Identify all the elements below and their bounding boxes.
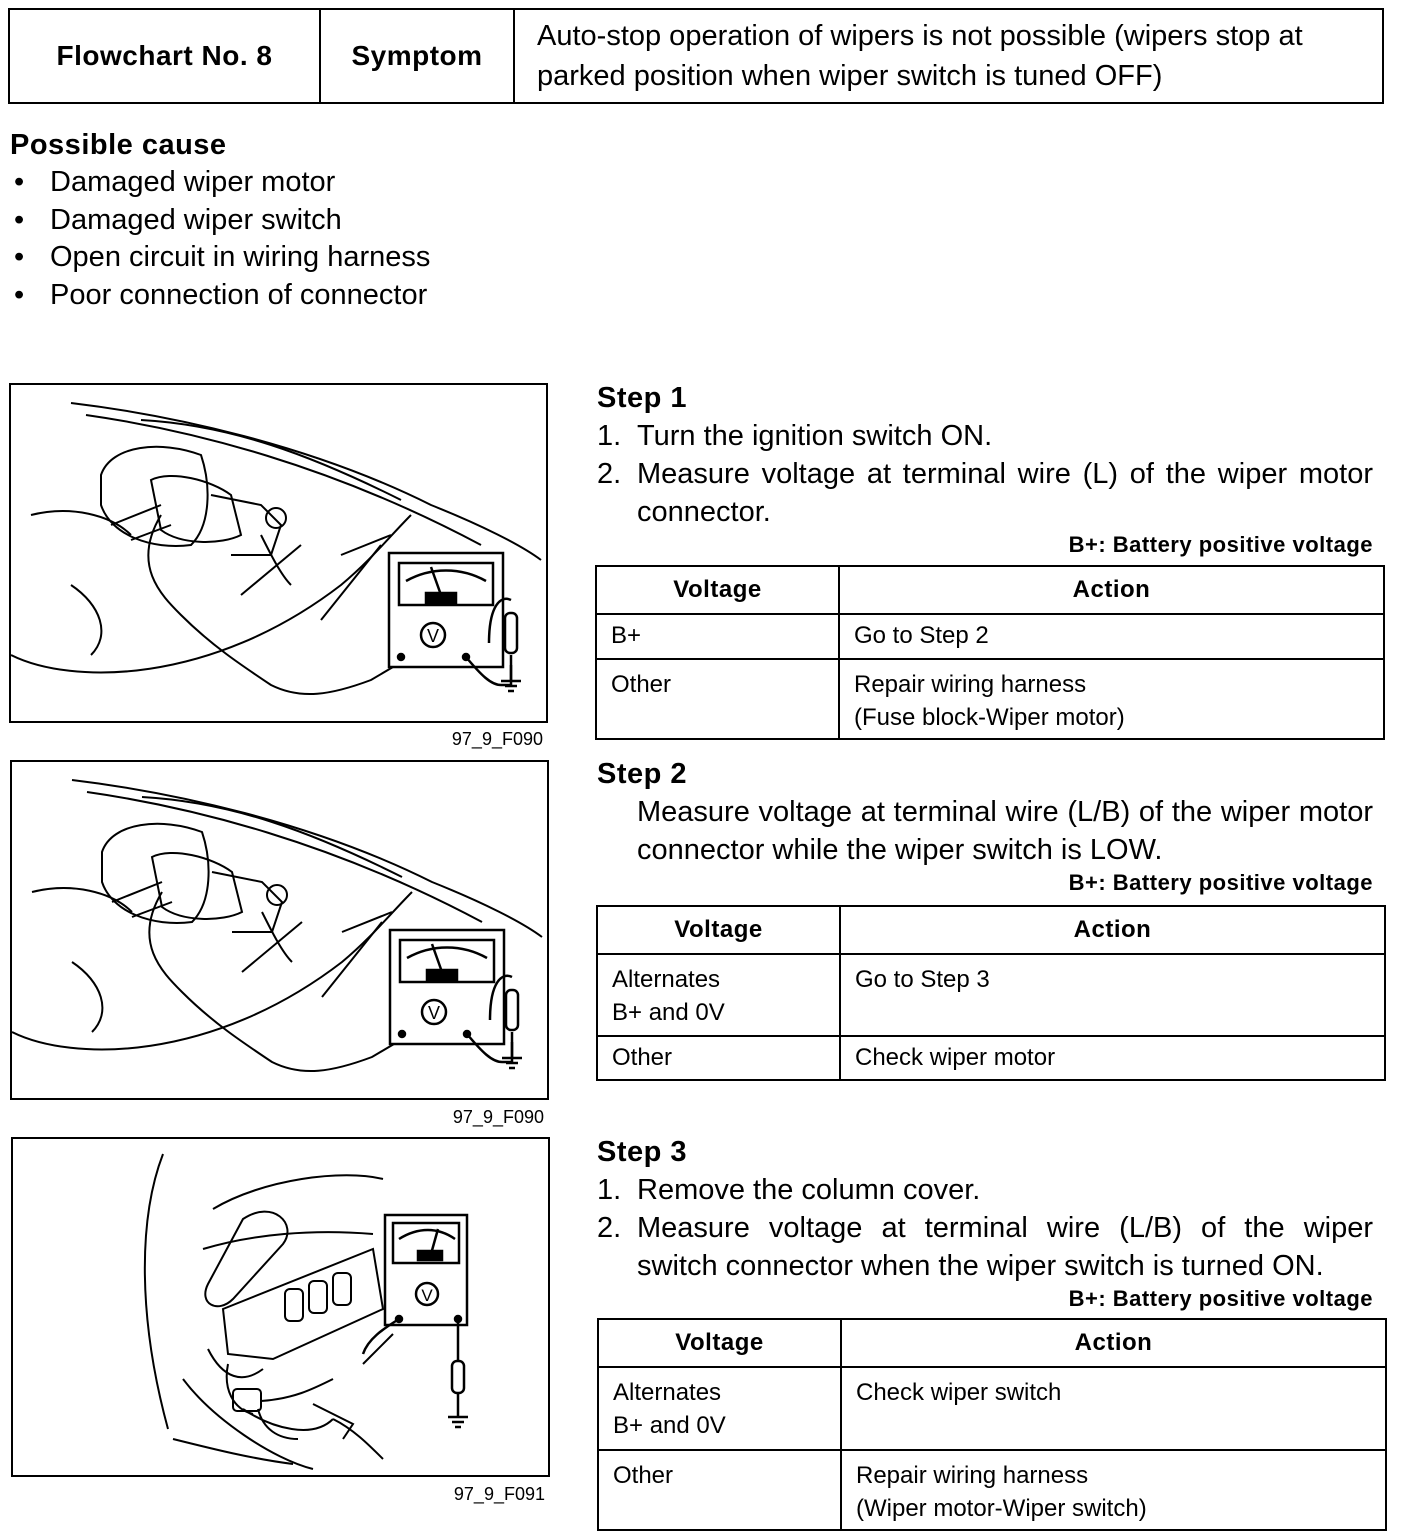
possible-cause-list: Damaged wiper motor Damaged wiper switch… [10, 164, 430, 314]
wiper-switch-illustration: V [143, 1153, 469, 1470]
step-instruction: 2. Measure voltage at terminal wire (L) … [597, 458, 1373, 528]
symptom-text: Auto-stop operation of wipers is not pos… [537, 20, 1303, 92]
voltage-note: B+: Battery positive voltage [1068, 870, 1373, 895]
step-title: Step 1 [597, 382, 688, 414]
column-header: Voltage [597, 1318, 842, 1368]
cause-item: Poor connection of connector [10, 277, 430, 315]
wiper-motor-illustration: V [11, 402, 542, 695]
figure-wiper-motor-1: V [9, 383, 548, 723]
step-instruction: 2. Measure voltage at terminal wire (L/B… [597, 1212, 1373, 1282]
meter-symbol: V [428, 1003, 440, 1023]
step-title: Step 3 [597, 1136, 688, 1168]
column-header: Action [839, 905, 1386, 955]
symptom-label: Symptom [321, 10, 515, 102]
table-row: Other Repair wiring harness (Wiper motor… [597, 1449, 1387, 1531]
possible-cause-section: Possible cause Damaged wiper motor Damag… [10, 126, 430, 314]
step-2-table: Voltage Action Alternates B+ and 0V Go t… [596, 905, 1386, 1081]
step-3-table: Voltage Action Alternates B+ and 0V Chec… [597, 1318, 1387, 1531]
flowchart-header: Flowchart No. 8 Symptom Auto-stop operat… [8, 8, 1384, 104]
possible-cause-title: Possible cause [10, 129, 227, 161]
meter-symbol: V [427, 626, 439, 646]
voltage-note: B+: Battery positive voltage [1068, 532, 1373, 557]
figure-caption: 97_9_F091 [453, 1484, 545, 1504]
cause-item: Damaged wiper switch [10, 202, 430, 240]
wiper-motor-illustration: V [12, 779, 543, 1072]
flowchart-number: Flowchart No. 8 [10, 10, 321, 102]
step-1: Step 1 1. Turn the ignition switch ON. 2… [597, 379, 1373, 559]
table-row: Other Repair wiring harness (Fuse block-… [595, 658, 1385, 740]
table-row: B+ Go to Step 2 [595, 613, 1385, 660]
column-header: Action [840, 1318, 1387, 1368]
step-instruction: Measure voltage at terminal wire (L/B) o… [637, 796, 1373, 866]
voltage-note: B+: Battery positive voltage [1068, 1286, 1373, 1311]
table-row: Other Check wiper motor [596, 1035, 1386, 1081]
step-instruction: 1. Turn the ignition switch ON. [597, 420, 993, 452]
step-3: Step 3 1. Remove the column cover. 2. Me… [597, 1133, 1373, 1313]
figure-wiper-motor-2: V [10, 760, 549, 1100]
column-header: Voltage [596, 905, 841, 955]
step-title: Step 2 [597, 758, 688, 790]
cause-item: Damaged wiper motor [10, 164, 430, 202]
step-2: Step 2 Measure voltage at terminal wire … [597, 755, 1373, 897]
column-header: Action [838, 565, 1385, 615]
figure-wiper-switch: V [11, 1137, 550, 1477]
step-1-table: Voltage Action B+ Go to Step 2 Other Rep… [595, 565, 1385, 740]
figure-caption: 97_9_F090 [451, 729, 543, 749]
step-instruction: 1. Remove the column cover. [597, 1174, 981, 1206]
table-row: Alternates B+ and 0V Go to Step 3 [596, 953, 1386, 1037]
column-header: Voltage [595, 565, 840, 615]
cause-item: Open circuit in wiring harness [10, 239, 430, 277]
table-row: Alternates B+ and 0V Check wiper switch [597, 1366, 1387, 1451]
figure-caption: 97_9_F090 [452, 1107, 544, 1127]
meter-symbol: V [421, 1286, 433, 1305]
